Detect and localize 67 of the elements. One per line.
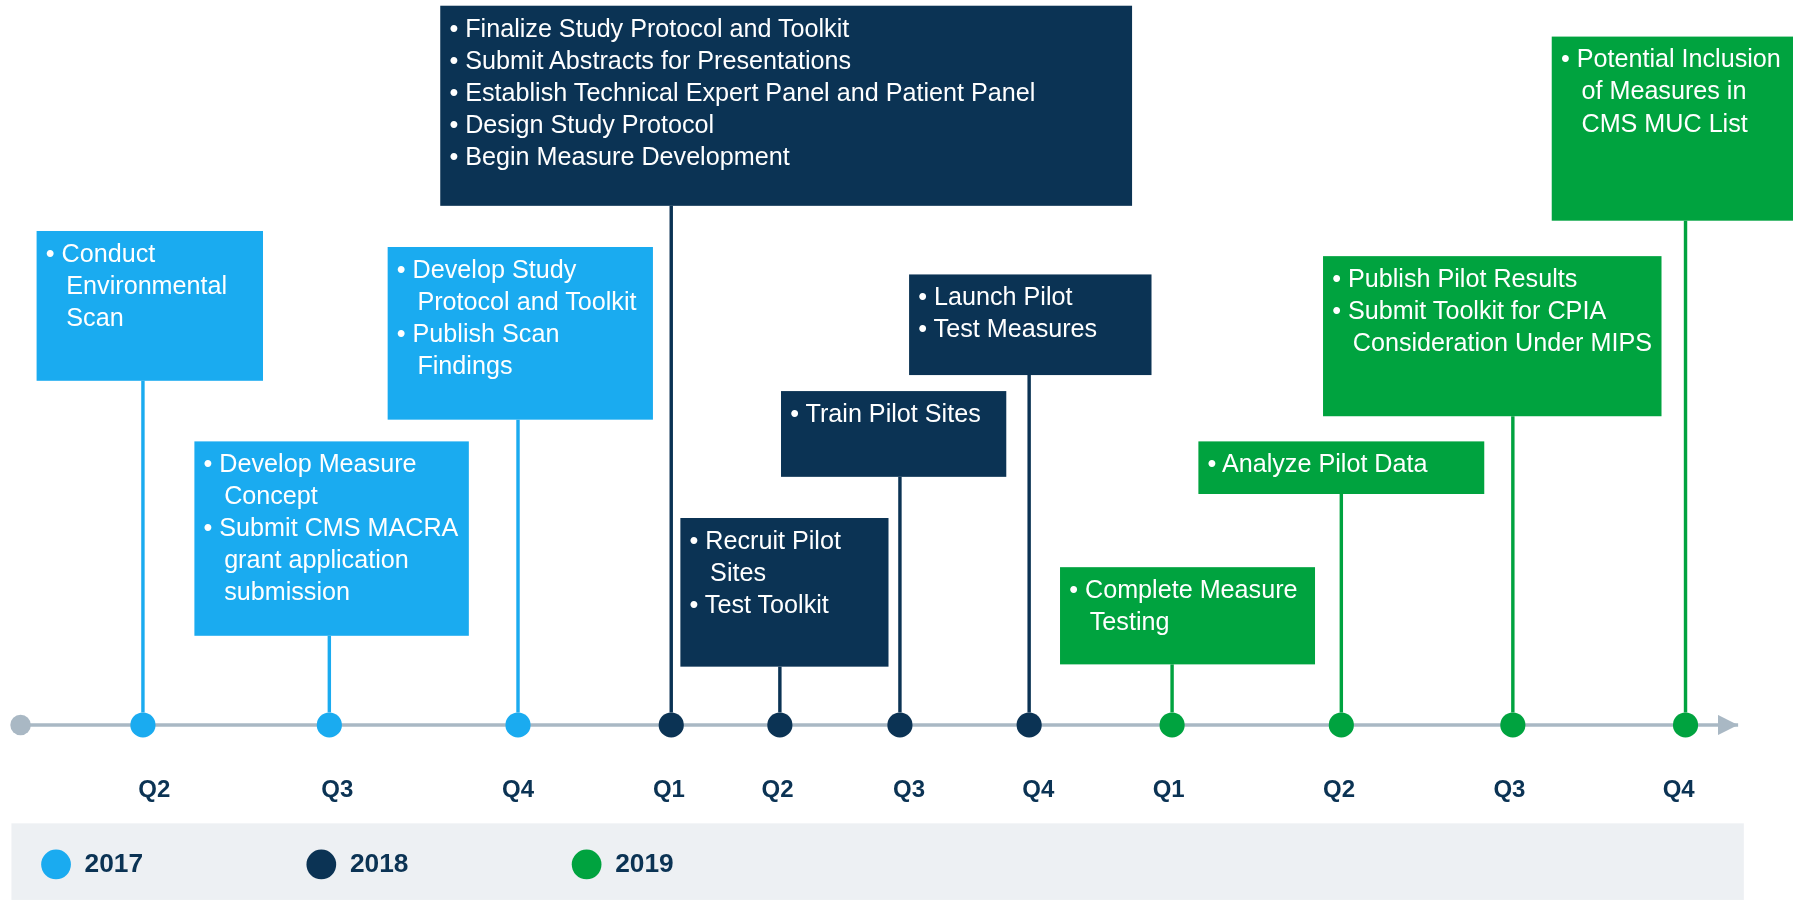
milestone-dot xyxy=(130,712,156,738)
quarter-label: Q1 xyxy=(1152,775,1185,803)
milestone-dot xyxy=(658,712,684,738)
task-text: • Test Toolkit xyxy=(689,589,830,621)
task-text: • Launch Pilot xyxy=(918,281,1074,314)
task-text: • Analyze Pilot Data xyxy=(1207,448,1429,480)
task-box xyxy=(1060,567,1316,665)
quarter-label: Q4 xyxy=(1662,775,1695,803)
connector-line xyxy=(669,205,673,713)
task-text: • Submit Abstracts for Presentations xyxy=(449,44,853,77)
quarter-label: Q3 xyxy=(893,775,926,803)
task-box xyxy=(909,274,1152,376)
connector-line xyxy=(1339,494,1344,713)
task-text: • Conduct Environmental Scan xyxy=(45,238,229,334)
quarter-label: Q1 xyxy=(652,775,685,803)
legend-text: 2017 xyxy=(84,848,144,880)
milestone-dot xyxy=(1500,712,1526,738)
milestone-dot xyxy=(505,712,531,738)
task-text: • Submit Toolkit for CPIA Consideration Under MIPS xyxy=(1332,295,1653,359)
task-text: • Train Pilot Sites xyxy=(790,398,982,430)
task-box xyxy=(1198,441,1485,494)
connector-line xyxy=(327,635,332,713)
connector-line xyxy=(1170,664,1174,713)
task-text: • Develop Study Protocol and Toolkit xyxy=(396,254,638,318)
connector-line xyxy=(898,476,902,713)
task-box xyxy=(781,391,1007,477)
task-text: • Submit CMS MACRA grant application submission xyxy=(203,512,459,609)
quarter-label: Q4 xyxy=(1022,775,1055,803)
task-text: • Design Study Protocol xyxy=(449,108,716,141)
connector-line xyxy=(778,666,782,713)
task-box xyxy=(36,231,263,381)
task-box xyxy=(1323,256,1662,417)
task-text: • Establish Technical Expert Panel and Patient Panel xyxy=(449,76,1037,109)
task-text: • Develop Measure Concept xyxy=(203,448,418,512)
task-text: • Test Measures xyxy=(918,313,1099,346)
quarter-label: Q3 xyxy=(321,775,354,803)
connector-line xyxy=(141,380,145,713)
milestone-dot xyxy=(316,712,342,738)
task-text: • Finalize Study Protocol and Toolkit xyxy=(449,12,851,45)
quarter-label: Q3 xyxy=(1493,775,1526,803)
milestone-dot xyxy=(887,712,913,738)
quarter-label: Q2 xyxy=(1323,775,1356,803)
milestone-dot xyxy=(1328,712,1354,738)
task-text: • Potential Inclusion of Measures in CMS MUC List xyxy=(1560,43,1782,140)
task-text: • Complete Measure Testing xyxy=(1069,574,1299,638)
task-box xyxy=(680,518,889,667)
milestone-dot xyxy=(1016,712,1042,738)
milestone-dot xyxy=(1159,712,1185,738)
milestone-dot xyxy=(767,712,793,738)
milestone-dot xyxy=(1672,712,1699,738)
quarter-label: Q2 xyxy=(138,775,171,803)
connector-line xyxy=(516,419,520,713)
connector-line xyxy=(1027,375,1031,713)
task-box xyxy=(387,247,653,420)
task-text: • Recruit Pilot Sites xyxy=(689,525,842,589)
quarter-label: Q4 xyxy=(502,775,534,803)
task-text: • Publish Pilot Results xyxy=(1332,263,1579,295)
task-box xyxy=(440,5,1133,206)
task-text: • Begin Measure Development xyxy=(449,140,791,173)
task-text: • Publish Scan Findings xyxy=(396,318,561,382)
legend-text: 2018 xyxy=(349,848,409,880)
connector-line xyxy=(1511,416,1515,713)
quarter-label: Q2 xyxy=(761,775,794,803)
connector-line xyxy=(1683,220,1688,713)
task-box xyxy=(1551,36,1793,221)
task-box xyxy=(194,441,469,636)
legend-text: 2019 xyxy=(615,848,674,880)
